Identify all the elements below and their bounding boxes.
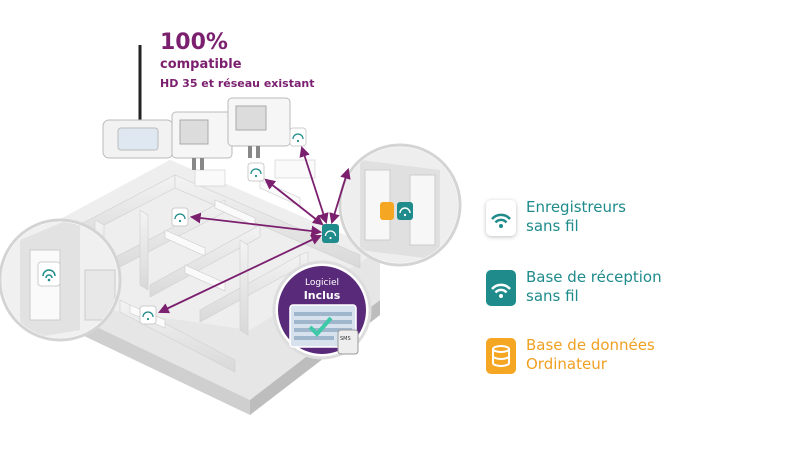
headline-network: HD 35 et réseau existant	[160, 77, 315, 90]
badge-line2: Inclus	[303, 289, 341, 302]
wifi-icon	[139, 305, 157, 325]
wifi-icon	[171, 207, 189, 227]
legend-base-line2: sans fil	[526, 287, 579, 305]
wifi-icon	[289, 127, 307, 147]
data-logger-1	[171, 111, 233, 170]
badge-line1: Logiciel	[304, 278, 340, 288]
wireless-base-device	[102, 45, 174, 159]
sensor-markers	[139, 127, 339, 325]
data-logger-2	[227, 97, 291, 158]
wifi-icon	[247, 162, 265, 182]
zoom-circle-right	[338, 143, 462, 267]
legend-base-line1: Base de réception	[526, 268, 662, 286]
legend-loggers-line1: Enregistreurs	[526, 198, 626, 216]
legend-database-line1: Base de données	[526, 336, 655, 354]
wifi-base-icon	[486, 270, 516, 306]
checkmark-icon	[308, 316, 333, 337]
headline-percent: 100%	[160, 30, 228, 55]
database-icon	[486, 338, 516, 374]
legend-item-database: Base de données Ordinateur	[486, 334, 766, 380]
wifi-icon	[486, 200, 516, 236]
wifi-base-icon	[322, 224, 339, 243]
headline-compatible: compatible	[160, 57, 242, 72]
legend-loggers-line2: sans fil	[526, 217, 579, 235]
legend-item-loggers: Enregistreurs sans fil	[486, 196, 766, 242]
badge-title: Logiciel Inclus	[282, 278, 362, 302]
legend-item-base: Base de réception sans fil	[486, 266, 766, 312]
headline: 100% compatible HD 35 et réseau existant	[160, 30, 314, 92]
signal-arrows	[158, 145, 351, 314]
sms-label: SMS	[340, 336, 351, 342]
legend-database-line2: Ordinateur	[526, 355, 607, 373]
software-badge	[272, 260, 372, 360]
zoom-circle-left	[0, 218, 122, 342]
